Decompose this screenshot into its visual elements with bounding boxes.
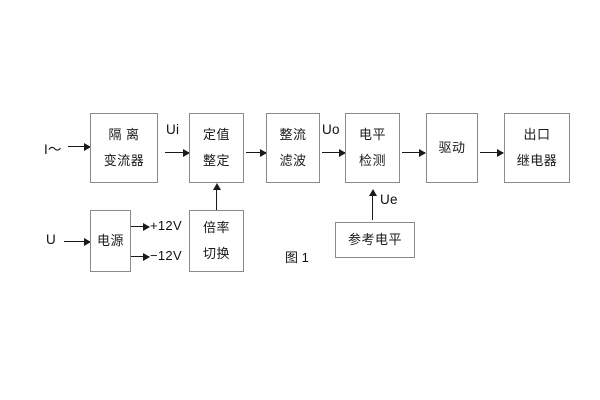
block-power-supply: 电源 [90,210,131,272]
block-power-supply-line1: 电源 [96,232,124,248]
block-isolating-transformer-line1: 隔 离 [108,127,140,143]
block-rectify-filter: 整流 滤波 [266,113,320,183]
block-reference-level-line1: 参考电平 [347,231,402,247]
block-drive-line1: 驱动 [438,139,466,155]
input-label-voltage: U [46,232,57,247]
arrow-multiplier-switch-to-setting-value [212,183,221,210]
block-level-detection-line2: 检测 [358,152,386,168]
arrow-ui-to-setting-value [165,148,190,157]
block-output-relay-line1: 出口 [523,127,551,143]
arrow-rail-positive [131,222,150,231]
block-level-detection: 电平 检测 [345,113,400,183]
block-setting-value: 定值 整定 [189,113,244,183]
block-rectify-filter-line1: 整流 [279,127,307,143]
arrow-voltage-to-power-supply [64,237,91,246]
arrow-reference-level-to-level-detection [368,189,377,220]
block-output-relay-line2: 继电器 [516,152,558,168]
signal-label-ue: Ue [380,192,398,207]
figure-caption: 图 1 [285,250,309,265]
block-level-detection-line1: 电平 [358,127,386,143]
block-multiplier-switch-line1: 倍率 [202,220,230,236]
block-setting-value-line1: 定值 [202,127,230,143]
arrow-level-detection-to-drive [402,148,426,157]
block-multiplier-switch-line2: 切换 [202,245,230,261]
block-multiplier-switch: 倍率 切换 [189,210,244,272]
block-drive: 驱动 [426,113,478,183]
rail-label-positive: +12V [150,218,182,233]
block-output-relay: 出口 继电器 [504,113,570,183]
arrow-current-to-isolating-transformer [68,142,91,151]
rail-label-negative: −12V [150,248,182,263]
block-isolating-transformer-line2: 变流器 [103,152,145,168]
block-setting-value-line2: 整定 [202,152,230,168]
block-isolating-transformer: 隔 离 变流器 [90,113,158,183]
arrow-setting-value-to-rectify-filter [246,148,267,157]
arrow-drive-to-output-relay [480,148,504,157]
block-reference-level: 参考电平 [335,222,415,258]
signal-label-ui: Ui [166,122,180,137]
signal-label-uo: Uo [322,122,340,137]
input-label-current: I～ [44,142,62,157]
arrow-uo-to-level-detection [322,148,346,157]
block-rectify-filter-line2: 滤波 [279,152,307,168]
arrow-rail-negative [131,252,150,261]
